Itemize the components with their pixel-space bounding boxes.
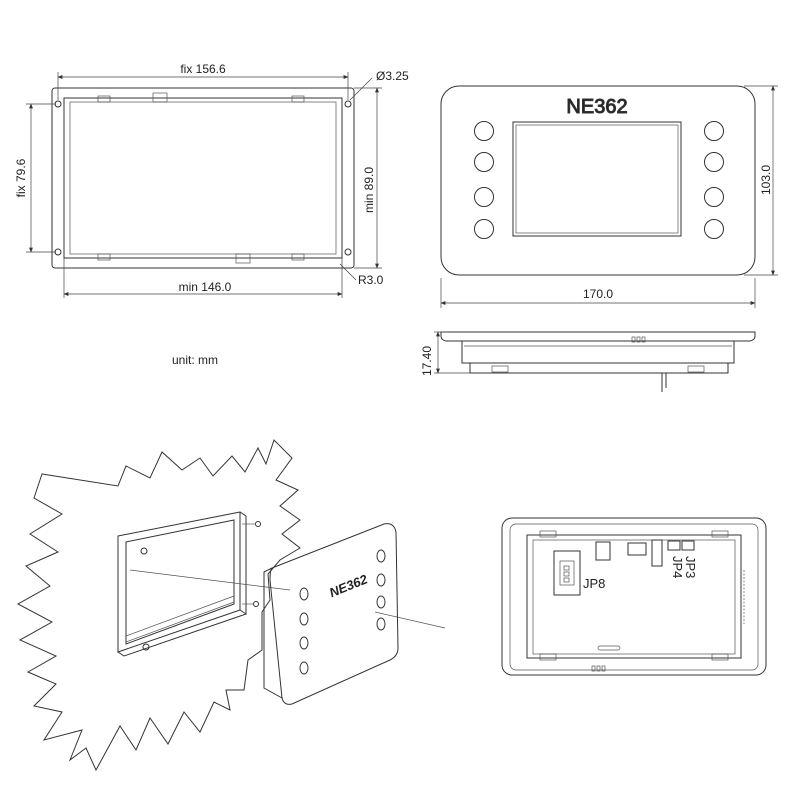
jp4-label: JP4 [670,556,685,578]
front-width-label: 170.0 [583,287,613,301]
key-button[interactable] [474,219,494,239]
front-height-label: 103.0 [759,165,773,195]
front-bezel [440,85,756,276]
radius-label: R3.0 [358,273,384,287]
key-button[interactable] [474,187,494,207]
mount-hole-icon [344,248,352,256]
key-button[interactable] [704,187,724,207]
depth-label: 17.40 [420,346,434,376]
side-view: 17.40 [420,331,756,392]
key-button[interactable] [704,121,724,141]
back-board [526,534,742,659]
key-button[interactable] [474,152,494,172]
jp8-label: JP8 [583,576,605,591]
assembly-model-name: NE362 [327,571,370,600]
mount-hole-icon [344,100,352,108]
bracket-outer [51,87,355,269]
panel-wall [16,439,301,772]
panel-cutout-view: fix 156.6 Ø3.25 fix 79.6 min 89.0 min 14… [14,62,409,298]
back-housing [501,517,767,676]
min-width-label: min 146.0 [179,280,232,294]
screw-icon [142,643,150,651]
back-view: JP8 JP3 JP4 [501,517,767,676]
cutout-height-label: fix 79.6 [14,158,28,197]
bracket-front [117,511,241,653]
screw-icon [140,547,148,555]
jp3-label: JP3 [683,556,698,578]
display-screen [512,121,682,237]
display-unit-side [263,567,283,699]
cutout-width-label: fix 156.6 [180,62,226,76]
screw-icon [253,601,259,607]
jp4-jumper [667,540,681,551]
hole-diameter-label: Ø3.25 [376,69,409,83]
window-opening [69,101,337,255]
jp3-jumper [681,540,695,551]
model-name: NE362 [566,96,627,118]
key-button[interactable] [474,121,494,141]
key-button[interactable] [704,152,724,172]
side-body [461,340,735,364]
assembly-view: NE362 [16,439,446,772]
front-view: NE362 103.0 170.0 [440,85,778,308]
jp8-connector [553,550,581,596]
min-height-label: min 89.0 [362,167,376,213]
side-bezel [440,331,756,342]
bracket-inner [63,97,343,259]
key-button[interactable] [704,219,724,239]
display-unit-front [269,523,399,705]
screw-icon [255,521,261,527]
unit-label: unit: mm [172,353,218,367]
